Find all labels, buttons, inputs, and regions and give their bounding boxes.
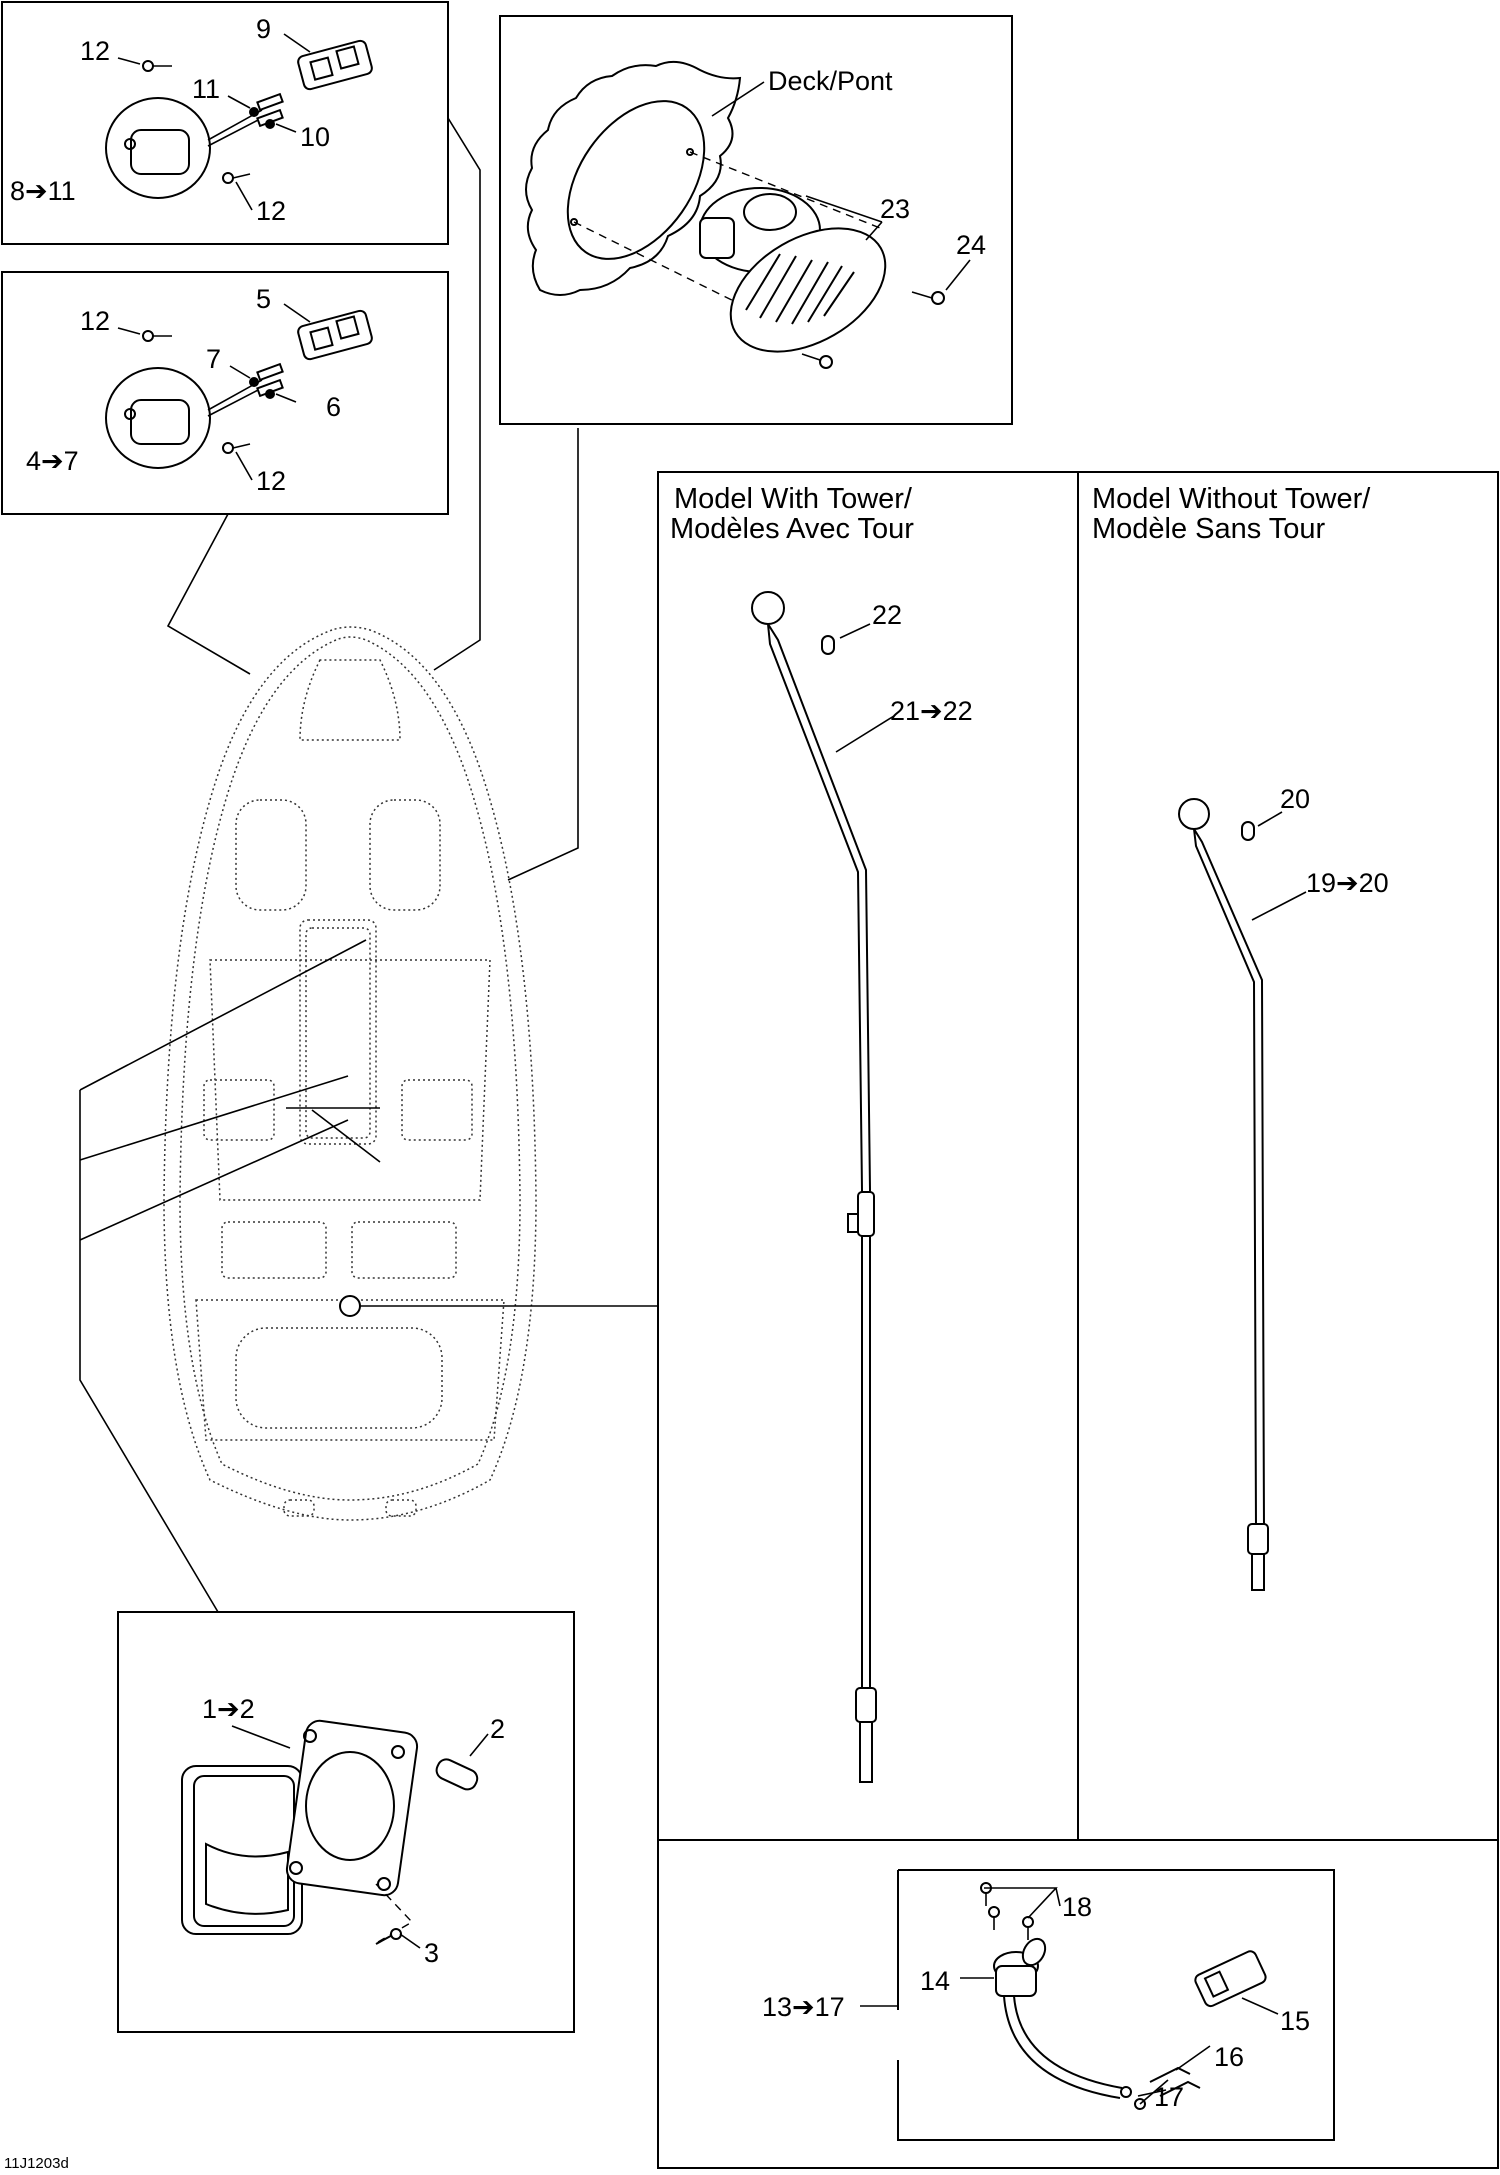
horn-grille (729, 227, 887, 353)
courtesy-light-lens (181, 1765, 303, 1935)
callout-6: 6 (326, 392, 341, 422)
light-housing-b (105, 367, 211, 469)
light-housing-a (105, 97, 211, 199)
deck-label: Deck/Pont (768, 66, 893, 96)
screw-top-a (142, 60, 172, 72)
power-socket (993, 1937, 1123, 2099)
callout-23: 23 (880, 194, 910, 224)
callout-18: 18 (1062, 1892, 1092, 1922)
horn (699, 187, 887, 353)
callout-11: 11 (192, 74, 220, 104)
socket-screws (980, 1882, 1034, 1940)
socket-box: 18 14 13➔17 15 16 17 (762, 1869, 1335, 2141)
callout-14: 14 (920, 1966, 950, 1996)
no-tower-header-line2: Modèle Sans Tour (1092, 513, 1326, 545)
horn-box: Deck/Pont 23 24 (499, 15, 1013, 425)
socket-connector (1194, 1950, 1267, 2008)
callout-9: 9 (256, 14, 271, 44)
front-light-box-b: 12 5 7 6 4➔7 12 (1, 271, 449, 515)
nav-light-panels: Model With Tower/ Modèles Avec Tour 22 2… (657, 471, 1499, 2169)
callout-10: 10 (300, 122, 330, 152)
no-tower-panel: Model Without Tower/ Modèle Sans Tour 20… (1092, 483, 1389, 1591)
horn-screw-1 (911, 291, 945, 305)
courtesy-light-housing (285, 1719, 419, 1897)
callout-21-to-22: 21➔22 (890, 696, 973, 726)
tower-nav-light-pole (751, 591, 877, 1783)
socket-location (339, 1295, 361, 1317)
callout-24: 24 (956, 230, 986, 260)
callout-12-a2: 12 (256, 196, 286, 226)
figure-reference: 11J1203d (4, 2155, 69, 2172)
callout-13-to-17: 13➔17 (762, 1992, 845, 2022)
courtesy-bulb (435, 1758, 479, 1791)
callout-17: 17 (1154, 2082, 1184, 2112)
courtesy-light-box: 1➔2 2 3 (117, 1611, 575, 2033)
callout-12-a1: 12 (80, 36, 110, 66)
horn-screw-2 (801, 353, 833, 369)
callout-12-b2: 12 (256, 466, 286, 496)
connector-lines (79, 117, 658, 1613)
callout-1-to-2: 1➔2 (202, 1694, 255, 1724)
callout-19-to-20: 19➔20 (1306, 868, 1389, 898)
no-tower-header-line1: Model Without Tower/ (1092, 483, 1371, 515)
no-tower-bulb (1241, 821, 1255, 841)
callout-3: 3 (424, 1938, 439, 1968)
no-tower-nav-light-pole (1178, 798, 1269, 1591)
callout-16: 16 (1214, 2042, 1244, 2072)
screw-top-b (142, 330, 172, 342)
callout-4-to-7: 4➔7 (26, 446, 79, 476)
tower-panel: Model With Tower/ Modèles Avec Tour 22 2… (670, 483, 973, 1783)
tower-header-line2: Modèles Avec Tour (670, 513, 914, 545)
front-light-box-a: 12 9 11 10 8➔11 12 (1, 1, 449, 245)
callout-22: 22 (872, 600, 902, 630)
screw-bottom-b (222, 442, 251, 454)
callout-7: 7 (206, 344, 221, 374)
callout-5: 5 (256, 284, 271, 314)
callout-2: 2 (490, 1714, 505, 1744)
callout-15: 15 (1280, 2006, 1310, 2036)
callout-12-b1: 12 (80, 306, 110, 336)
boat-hull-outline (163, 626, 537, 1521)
tower-bulb (821, 635, 835, 655)
connector-b (297, 309, 373, 361)
callout-20: 20 (1280, 784, 1310, 814)
tower-header-line1: Model With Tower/ (674, 483, 913, 515)
connector-a (297, 39, 373, 91)
screw-bottom-a (222, 172, 251, 184)
callout-8-to-11: 8➔11 (10, 176, 76, 206)
